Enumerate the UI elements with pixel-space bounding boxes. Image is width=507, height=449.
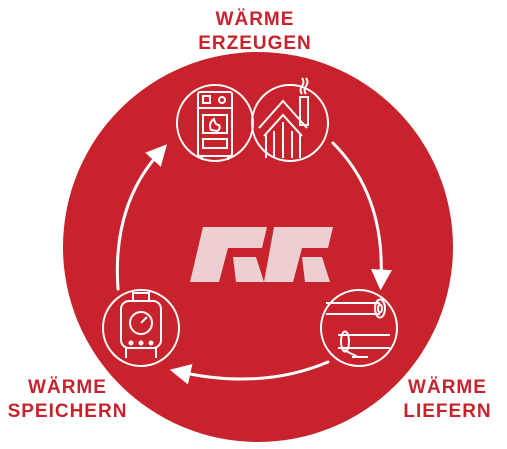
label-store: WÄRME SPEICHERN [0,376,135,424]
label-store-line2: SPEICHERN [7,401,128,422]
rr-logo-icon [190,227,333,282]
pipes-icon [320,289,398,367]
label-deliver-line2: LIEFERN [403,401,492,422]
label-deliver-line1: WÄRME [408,377,487,398]
label-deliver: WÄRME LIEFERN [388,376,507,424]
arrow-generate-to-deliver [331,141,392,291]
storage-tank-icon [102,289,180,367]
arrow-deliver-to-store [169,360,330,385]
label-store-line1: WÄRME [28,377,107,398]
house-icon [251,77,329,162]
arrow-store-to-generate [115,144,168,291]
label-generate-line1: WÄRME [215,9,295,30]
label-generate-line2: ERZEUGEN [198,33,312,54]
label-generate: WÄRME ERZEUGEN [180,8,330,56]
